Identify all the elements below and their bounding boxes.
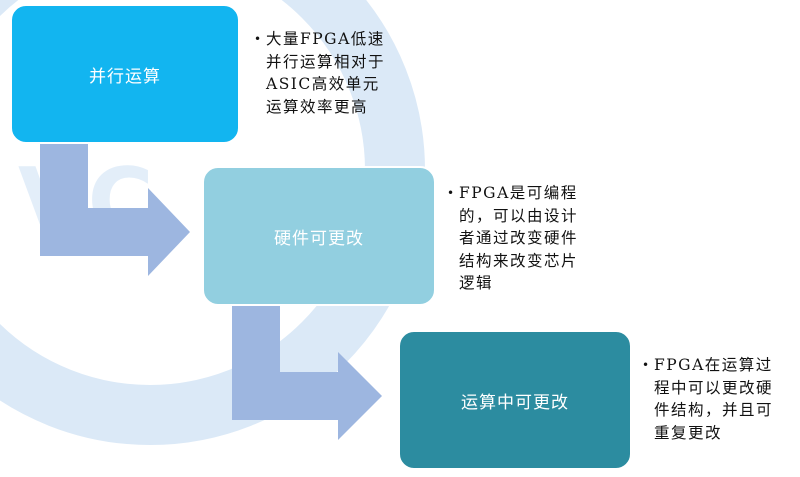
note-line: 运算效率更高 bbox=[266, 97, 369, 116]
note-line: FPGA是可编程 bbox=[459, 184, 578, 202]
step-box-parallel: 并行运算 bbox=[10, 4, 240, 144]
note-hardware: • FPGA是可编程 的，可以由设计 者通过改变硬件 结构来改变芯片 逻辑 bbox=[447, 182, 579, 295]
step-label: 运算中可更改 bbox=[461, 392, 569, 413]
bullet-icon: • bbox=[254, 32, 263, 46]
note-line: 者通过改变硬件 bbox=[459, 229, 579, 247]
step-label: 硬件可更改 bbox=[274, 228, 364, 249]
step-box-hardware: 硬件可更改 bbox=[202, 166, 436, 306]
note-line: FPGA在运算过 bbox=[654, 356, 773, 374]
step-box-runtime: 运算中可更改 bbox=[398, 330, 632, 470]
bullet-icon: • bbox=[447, 186, 456, 200]
step-label: 并行运算 bbox=[89, 66, 161, 87]
note-line: 结构来改变芯片 bbox=[459, 251, 579, 270]
note-line: 程中可以更改硬 bbox=[654, 378, 774, 397]
bullet-icon: • bbox=[642, 358, 651, 372]
note-parallel: • 大量FPGA低速 并行运算相对于 ASIC高效单元 运算效率更高 bbox=[254, 28, 386, 118]
note-line: 逻辑 bbox=[459, 274, 494, 292]
note-line: 重复更改 bbox=[654, 423, 723, 442]
note-line: 大量FPGA低速 bbox=[266, 30, 385, 48]
arrow-1-to-2 bbox=[40, 144, 190, 276]
note-line: 并行运算相对于 bbox=[266, 52, 386, 71]
note-line: ASIC高效单元 bbox=[266, 75, 380, 93]
note-runtime: • FPGA在运算过 程中可以更改硬 件结构，并且可 重复更改 bbox=[642, 354, 774, 444]
note-line: 的，可以由设计 bbox=[459, 206, 579, 225]
arrow-2-to-3 bbox=[232, 306, 382, 440]
note-line: 件结构，并且可 bbox=[654, 401, 774, 419]
